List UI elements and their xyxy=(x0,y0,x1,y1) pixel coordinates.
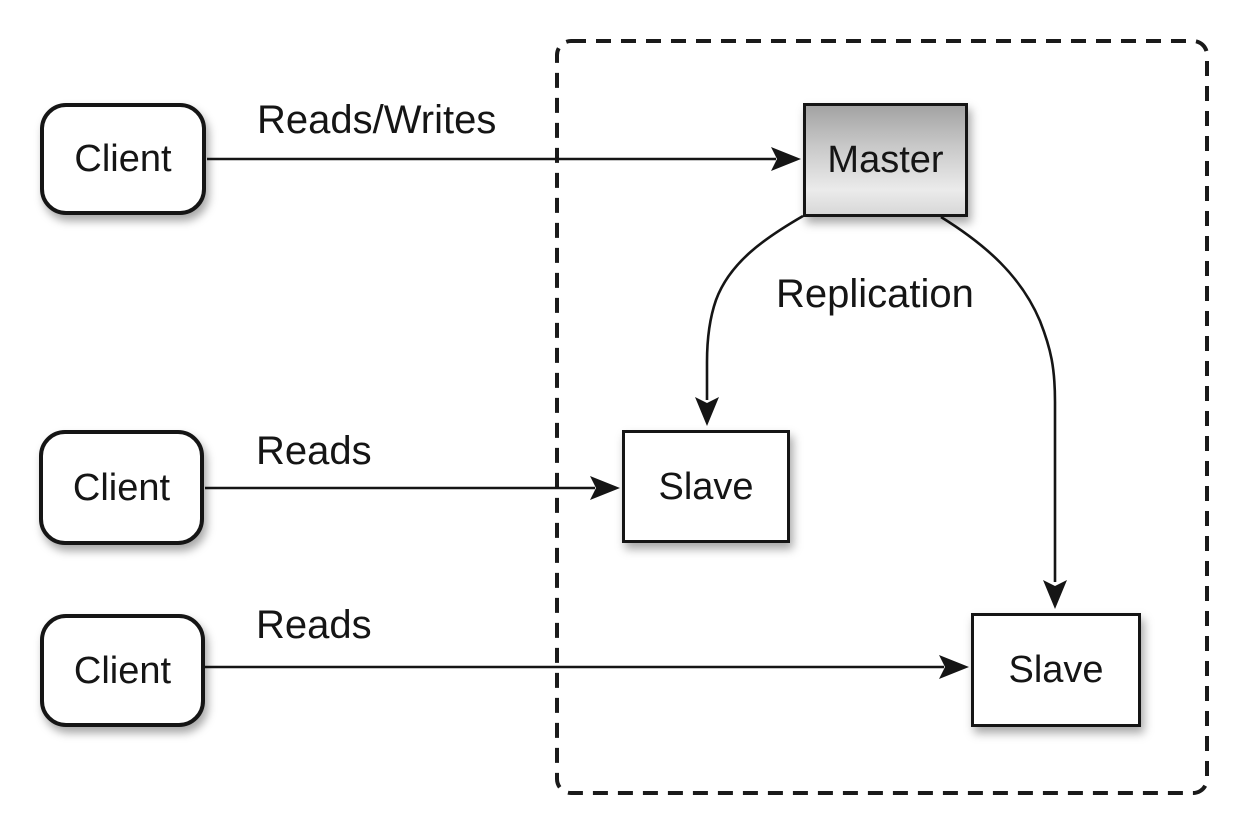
node-client-2: Client xyxy=(39,430,204,545)
label-reads-slave1: Reads xyxy=(256,429,372,473)
node-client-1-label: Client xyxy=(74,138,172,180)
label-reads-slave2: Reads xyxy=(256,603,372,647)
node-client-1: Client xyxy=(40,103,206,215)
node-master-label: Master xyxy=(827,139,944,181)
node-slave-2-label: Slave xyxy=(1008,649,1104,691)
replication-boundary-box xyxy=(555,39,1209,795)
node-client-2-label: Client xyxy=(72,466,171,509)
node-slave-1-label: Slave xyxy=(658,465,754,508)
edge-reads-slave2-arrow xyxy=(205,655,969,679)
edge-reads-slave1-arrow xyxy=(205,476,620,500)
edge-replication-left-arrow xyxy=(695,214,804,426)
label-replication: Replication xyxy=(776,272,974,316)
node-slave-2: Slave xyxy=(971,613,1141,727)
edge-reads-writes-arrow xyxy=(207,147,801,171)
label-reads-writes: Reads/Writes xyxy=(257,98,497,142)
node-slave-1: Slave xyxy=(622,430,790,543)
node-client-3-label: Client xyxy=(73,649,172,692)
node-master: Master xyxy=(803,103,968,217)
edge-replication-right-arrow xyxy=(940,215,1067,609)
node-client-3: Client xyxy=(40,614,205,727)
